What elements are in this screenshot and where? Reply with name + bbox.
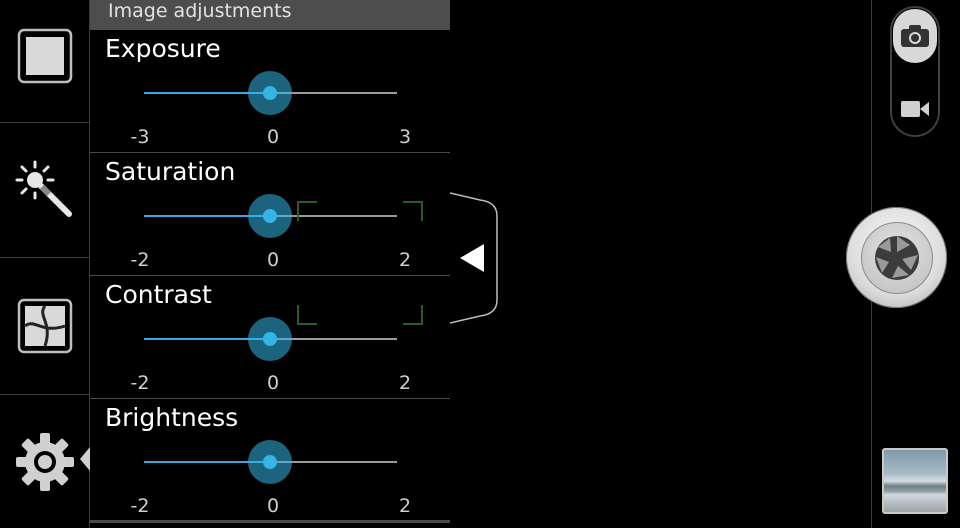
saturation-row: Saturation -2 0 2 xyxy=(90,153,450,276)
contrast-slider[interactable] xyxy=(144,317,397,361)
slider-fill xyxy=(144,461,270,463)
left-toolbar xyxy=(0,0,90,528)
effects-wand-icon xyxy=(15,160,72,217)
tick-mid: 0 xyxy=(266,249,280,271)
toolbar-divider xyxy=(0,122,89,123)
exposure-slider[interactable] xyxy=(144,71,397,115)
row-divider xyxy=(90,398,450,399)
row-divider xyxy=(90,152,450,153)
settings-gear-icon xyxy=(15,432,74,491)
square-mode-icon xyxy=(17,28,72,84)
tick-max: 3 xyxy=(398,126,412,148)
slider-thumb[interactable] xyxy=(248,317,292,361)
camera-mode-button[interactable] xyxy=(893,9,937,63)
brightness-slider[interactable] xyxy=(144,440,397,484)
gallery-thumbnail[interactable] xyxy=(882,448,948,514)
video-mode-button[interactable] xyxy=(893,84,937,134)
exposure-row: Exposure -3 0 3 xyxy=(90,30,450,153)
tick-max: 2 xyxy=(398,372,412,394)
tick-mid: 0 xyxy=(266,372,280,394)
brightness-label: Brightness xyxy=(105,403,239,432)
tick-mid: 0 xyxy=(266,495,280,517)
saturation-slider[interactable] xyxy=(144,194,397,238)
slider-fill xyxy=(144,215,270,217)
panel-collapse-tab[interactable] xyxy=(449,190,502,326)
mode-switch[interactable] xyxy=(890,6,940,137)
square-mode-button[interactable] xyxy=(0,0,89,112)
expand-left-arrow-icon xyxy=(460,244,484,272)
saturation-label: Saturation xyxy=(105,157,236,186)
brightness-row: Brightness -2 0 2 xyxy=(90,399,450,522)
tick-min: -2 xyxy=(130,372,150,394)
tick-max: 2 xyxy=(398,249,412,271)
toolbar-divider xyxy=(0,394,89,395)
settings-button[interactable] xyxy=(0,395,90,528)
slider-fill xyxy=(144,92,270,94)
active-indicator-arrow-icon xyxy=(80,447,90,471)
panel-bottom-edge xyxy=(90,520,450,523)
right-control-rail xyxy=(846,0,960,528)
panel-header: Image adjustments xyxy=(90,0,450,30)
lens-distortion-button[interactable] xyxy=(0,258,89,394)
contrast-row: Contrast -2 0 2 xyxy=(90,276,450,399)
tick-max: 2 xyxy=(398,495,412,517)
contrast-label: Contrast xyxy=(105,280,212,309)
slider-thumb[interactable] xyxy=(248,440,292,484)
tick-min: -3 xyxy=(130,126,150,148)
toolbar-divider xyxy=(0,257,89,258)
tick-min: -2 xyxy=(130,249,150,271)
shutter-button[interactable] xyxy=(846,207,947,308)
row-divider xyxy=(90,275,450,276)
shutter-aperture-icon xyxy=(874,235,919,280)
camera-icon xyxy=(901,25,929,47)
lens-distortion-icon xyxy=(17,298,72,354)
slider-thumb[interactable] xyxy=(248,194,292,238)
tick-mid: 0 xyxy=(266,126,280,148)
image-adjustments-panel: Image adjustments Exposure -3 0 3 Satura… xyxy=(90,0,450,528)
slider-fill xyxy=(144,338,270,340)
video-camera-icon xyxy=(901,101,929,117)
exposure-label: Exposure xyxy=(105,34,221,63)
slider-thumb[interactable] xyxy=(248,71,292,115)
effects-button[interactable] xyxy=(0,123,89,257)
tick-min: -2 xyxy=(130,495,150,517)
